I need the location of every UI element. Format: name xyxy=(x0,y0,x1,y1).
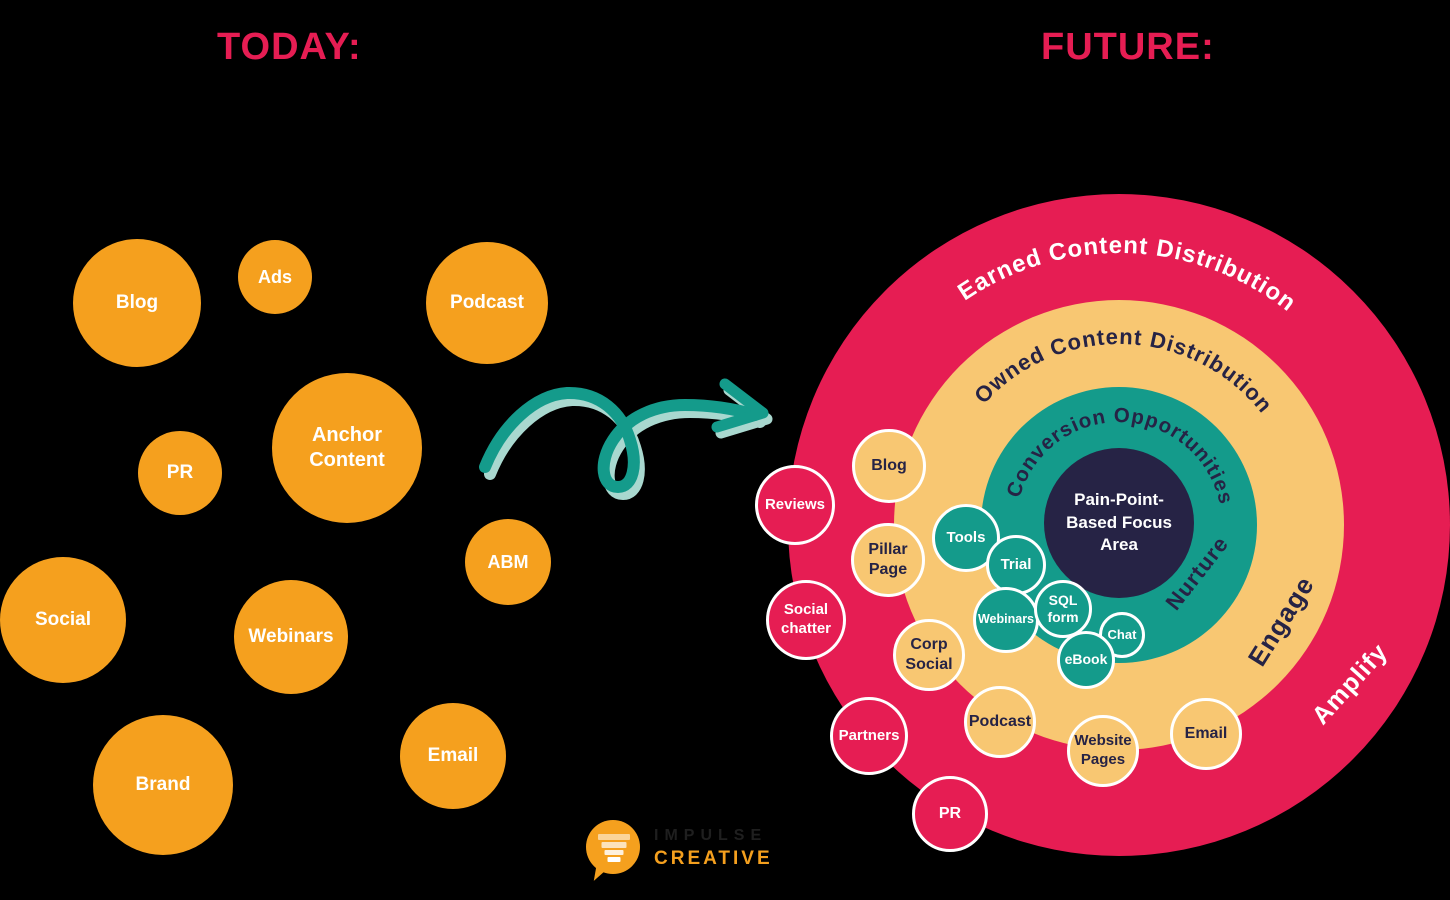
future-bubble-pillar-page: Pillar Page xyxy=(851,523,925,597)
future-bubble-website-pages: Website Pages xyxy=(1067,715,1139,787)
funnel-bar-1 xyxy=(598,834,630,840)
bubble-label: Webinars xyxy=(977,612,1035,627)
bubble-label: Trial xyxy=(1000,555,1032,573)
bubble-label: Email xyxy=(427,745,479,767)
logo-wordmark: IMPULSE CREATIVE xyxy=(654,827,773,870)
arrow-curve xyxy=(479,386,761,493)
future-heading: FUTURE: xyxy=(1041,26,1215,68)
today-bubble-blog: Blog xyxy=(73,239,201,367)
arrowhead-icon xyxy=(711,378,769,433)
future-bubble-email: Email xyxy=(1170,698,1242,770)
funnel-speech-bubble-icon xyxy=(586,820,642,883)
future-bubble-sql-form: SQL form xyxy=(1034,580,1092,638)
future-bubble-partners: Partners xyxy=(830,697,908,775)
bubble-label: PR xyxy=(166,462,194,484)
today-bubble-social: Social xyxy=(0,557,126,683)
today-bubble-webinars: Webinars xyxy=(234,580,348,694)
bubble-label: Email xyxy=(1184,725,1228,742)
bubble-label: Podcast xyxy=(450,292,524,314)
future-bubble-reviews: Reviews xyxy=(755,465,835,545)
today-bubble-podcast: Podcast xyxy=(426,242,548,364)
arrow-today-to-future xyxy=(479,378,773,500)
bubble-label: Social xyxy=(35,609,91,631)
logo-creative-text: CREATIVE xyxy=(654,847,773,869)
future-bubble-blog: Blog xyxy=(852,429,926,503)
bubble-label: Reviews xyxy=(764,495,826,513)
impulse-creative-logo: IMPULSE CREATIVE xyxy=(586,820,773,883)
today-bubble-email: Email xyxy=(400,703,506,809)
bubble-label: Partners xyxy=(838,726,900,744)
bubble-label: Website Pages xyxy=(1074,732,1132,768)
bubble-label: Corp Social xyxy=(905,636,953,673)
future-bubble-corp-social: Corp Social xyxy=(893,619,965,691)
bubble-label: PR xyxy=(938,805,962,822)
future-bubble-podcast: Podcast xyxy=(964,686,1036,758)
future-bubble-webinars: Webinars xyxy=(973,587,1039,653)
bubble-label: Podcast xyxy=(968,713,1032,730)
today-bubble-ads: Ads xyxy=(238,240,312,314)
bubble-label: Social chatter xyxy=(780,601,832,637)
bubble-label: Blog xyxy=(871,457,907,474)
bubble-label: eBook xyxy=(1064,651,1108,668)
funnel-bar-4 xyxy=(607,857,621,862)
today-heading: TODAY: xyxy=(217,26,362,68)
pain-point-focus-circle: Pain-Point- Based Focus Area xyxy=(1044,448,1194,598)
future-bubble-trial: Trial xyxy=(986,535,1046,595)
future-bubble-social-chatter: Social chatter xyxy=(766,580,846,660)
bubble-label: Blog xyxy=(115,292,159,314)
bubble-label: Chat xyxy=(1107,626,1137,642)
bubble-label: ABM xyxy=(487,551,529,572)
arrow-shadow xyxy=(484,393,766,500)
today-bubble-pr: PR xyxy=(138,431,222,515)
future-bubble-ebook: eBook xyxy=(1057,631,1115,689)
today-bubble-brand: Brand xyxy=(93,715,233,855)
today-bubble-anchor-content: Anchor Content xyxy=(272,373,422,523)
funnel-bar-2 xyxy=(601,842,627,848)
bubble-label: Anchor Content xyxy=(309,424,385,471)
pain-point-focus-label: Pain-Point- Based Focus Area xyxy=(1066,490,1172,555)
bubble-label: SQL form xyxy=(1047,591,1079,626)
bubble-label: Pillar Page xyxy=(868,541,908,578)
funnel-bar-3 xyxy=(604,850,624,855)
logo-impulse-text: IMPULSE xyxy=(654,826,768,844)
bubble-label: Webinars xyxy=(248,626,334,648)
logo-speech-tail xyxy=(593,866,609,883)
future-bubble-pr: PR xyxy=(912,776,988,852)
bubble-label: Ads xyxy=(257,266,292,287)
bubble-label: Brand xyxy=(135,774,191,796)
today-bubble-abm: ABM xyxy=(465,519,551,605)
bubble-label: Tools xyxy=(946,528,986,546)
